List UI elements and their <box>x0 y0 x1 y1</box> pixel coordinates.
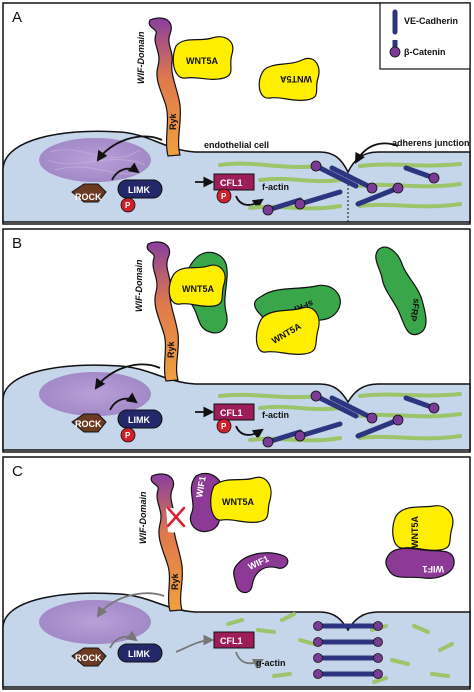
wnt5a-ligand-bound <box>172 36 234 81</box>
g-actin-monomers <box>226 612 454 684</box>
wnt5a-ligand-complexed <box>255 306 320 356</box>
phosphate-label: P <box>125 201 131 210</box>
cfl1-cofilin <box>213 173 255 191</box>
wnt5a-label: WNT5A <box>186 56 218 66</box>
panel-c: C WIF-Domain Ryk WIF1 WNT5A WIF1 WNT5A W… <box>2 456 471 690</box>
arrow-cfl1-to-factin <box>235 425 264 440</box>
phosphate-label: P <box>221 192 227 201</box>
limk-kinase <box>117 643 163 663</box>
legend: VE-Cadherin β-Catenin <box>379 2 471 70</box>
arrow-adherens-junction <box>354 142 399 164</box>
cfl1-label: CFL1 <box>220 408 243 418</box>
arrow-ryk-to-rock <box>96 135 163 162</box>
arrow-ryk-to-rock <box>96 592 165 618</box>
limk-kinase <box>117 409 163 429</box>
beta-catenin-group <box>313 621 383 679</box>
wnt5a-label: WNT5A <box>222 497 254 507</box>
phosphate-icon <box>216 418 232 434</box>
wnt5a-ligand-complexed <box>210 476 272 524</box>
binding-pocket <box>166 507 186 533</box>
adherens-junction-label: adherens junction <box>392 138 470 148</box>
wif-domain-label: WIF-Domain <box>136 31 146 84</box>
beta-catenin-legend-icon <box>389 40 401 58</box>
legend-ve-cadherin: VE-Cadherin <box>404 16 458 26</box>
phosphate-icon <box>120 427 136 443</box>
phosphate-label: P <box>125 431 131 440</box>
arrow-ryk-to-rock <box>94 363 161 390</box>
panel-a: A VE-Cadherin β-Catenin WIF-Domain <box>2 2 471 225</box>
wnt5a-label: WNT5A <box>410 516 420 548</box>
f-actin-label: f-actin <box>262 410 289 420</box>
actin-filaments <box>218 161 462 211</box>
wnt5a-label: WNT5A <box>280 74 312 84</box>
rock-kinase <box>71 413 107 433</box>
phosphate-icon <box>120 197 136 213</box>
panel-letter: B <box>12 235 22 252</box>
wif1-label: WIF1 <box>194 475 208 498</box>
limk-label: LIMK <box>128 185 150 195</box>
panel-frame <box>2 2 471 225</box>
panel-letter: A <box>12 9 22 26</box>
rock-label: ROCK <box>75 192 102 202</box>
wnt5a-ligand-bound <box>168 264 226 308</box>
inhibition-x-icon <box>166 506 186 528</box>
wif1-protein <box>385 547 455 579</box>
adherens-junction-complex <box>265 163 437 213</box>
arrow-rock-to-limk <box>111 162 140 181</box>
arrow-rock-to-limk <box>109 392 138 411</box>
sfrp-label: sFRP <box>408 298 422 322</box>
ryk-label: Ryk <box>170 572 180 590</box>
rock-kinase <box>71 183 107 203</box>
beta-catenin-group <box>262 160 440 216</box>
cfl1-cofilin <box>213 631 255 649</box>
f-actin-label: f-actin <box>262 182 289 192</box>
endothelial-cell-label: endothelial cell <box>204 140 269 150</box>
wif-domain-label: WIF-Domain <box>138 491 148 544</box>
rock-kinase <box>71 647 107 667</box>
panel-b: B WIF-Domain Ryk sFRP WNT5A sFRP WNT5A s… <box>2 228 471 453</box>
arrow-limk-to-cfl1 <box>175 634 215 653</box>
cfl1-cofilin <box>213 403 255 421</box>
wnt5a-ligand-complexed <box>392 505 454 552</box>
phosphate-label: P <box>221 422 227 431</box>
nucleus <box>39 372 151 416</box>
sfrp-protein <box>375 246 427 336</box>
cfl1-label: CFL1 <box>220 178 243 188</box>
phosphate-icon <box>216 188 232 204</box>
beta-catenin-group <box>262 390 440 448</box>
limk-label: LIMK <box>128 415 150 425</box>
wnt5a-ligand-free <box>258 57 320 102</box>
ryk-receptor <box>148 17 182 157</box>
arrow-rock-to-limk <box>109 630 138 649</box>
rock-label: ROCK <box>75 653 102 663</box>
arrow-cfl1-to-gactin <box>235 651 264 669</box>
wnt5a-label: WNT5A <box>182 284 214 294</box>
adherens-junction-complex <box>315 623 381 677</box>
nucleus <box>39 138 151 182</box>
g-actin-label: g-actin <box>256 658 286 668</box>
wif1-label: WIF1 <box>423 564 445 574</box>
limk-kinase <box>117 179 163 199</box>
panel-frame <box>2 228 471 453</box>
ryk-receptor <box>150 473 184 612</box>
panel-letter: C <box>12 463 23 480</box>
wif-domain-label: WIF-Domain <box>134 259 144 312</box>
legend-frame <box>379 2 471 70</box>
nucleus <box>39 600 151 644</box>
rock-label: ROCK <box>75 419 102 429</box>
panel-frame <box>2 456 471 690</box>
ryk-label: Ryk <box>166 340 176 358</box>
arrow-cfl1-to-factin <box>235 195 264 210</box>
cfl1-label: CFL1 <box>220 636 243 646</box>
legend-beta-catenin: β-Catenin <box>404 47 446 57</box>
limk-label: LIMK <box>128 649 150 659</box>
ryk-label: Ryk <box>168 112 178 130</box>
wif1-protein <box>233 552 289 594</box>
ryk-receptor <box>146 241 180 382</box>
